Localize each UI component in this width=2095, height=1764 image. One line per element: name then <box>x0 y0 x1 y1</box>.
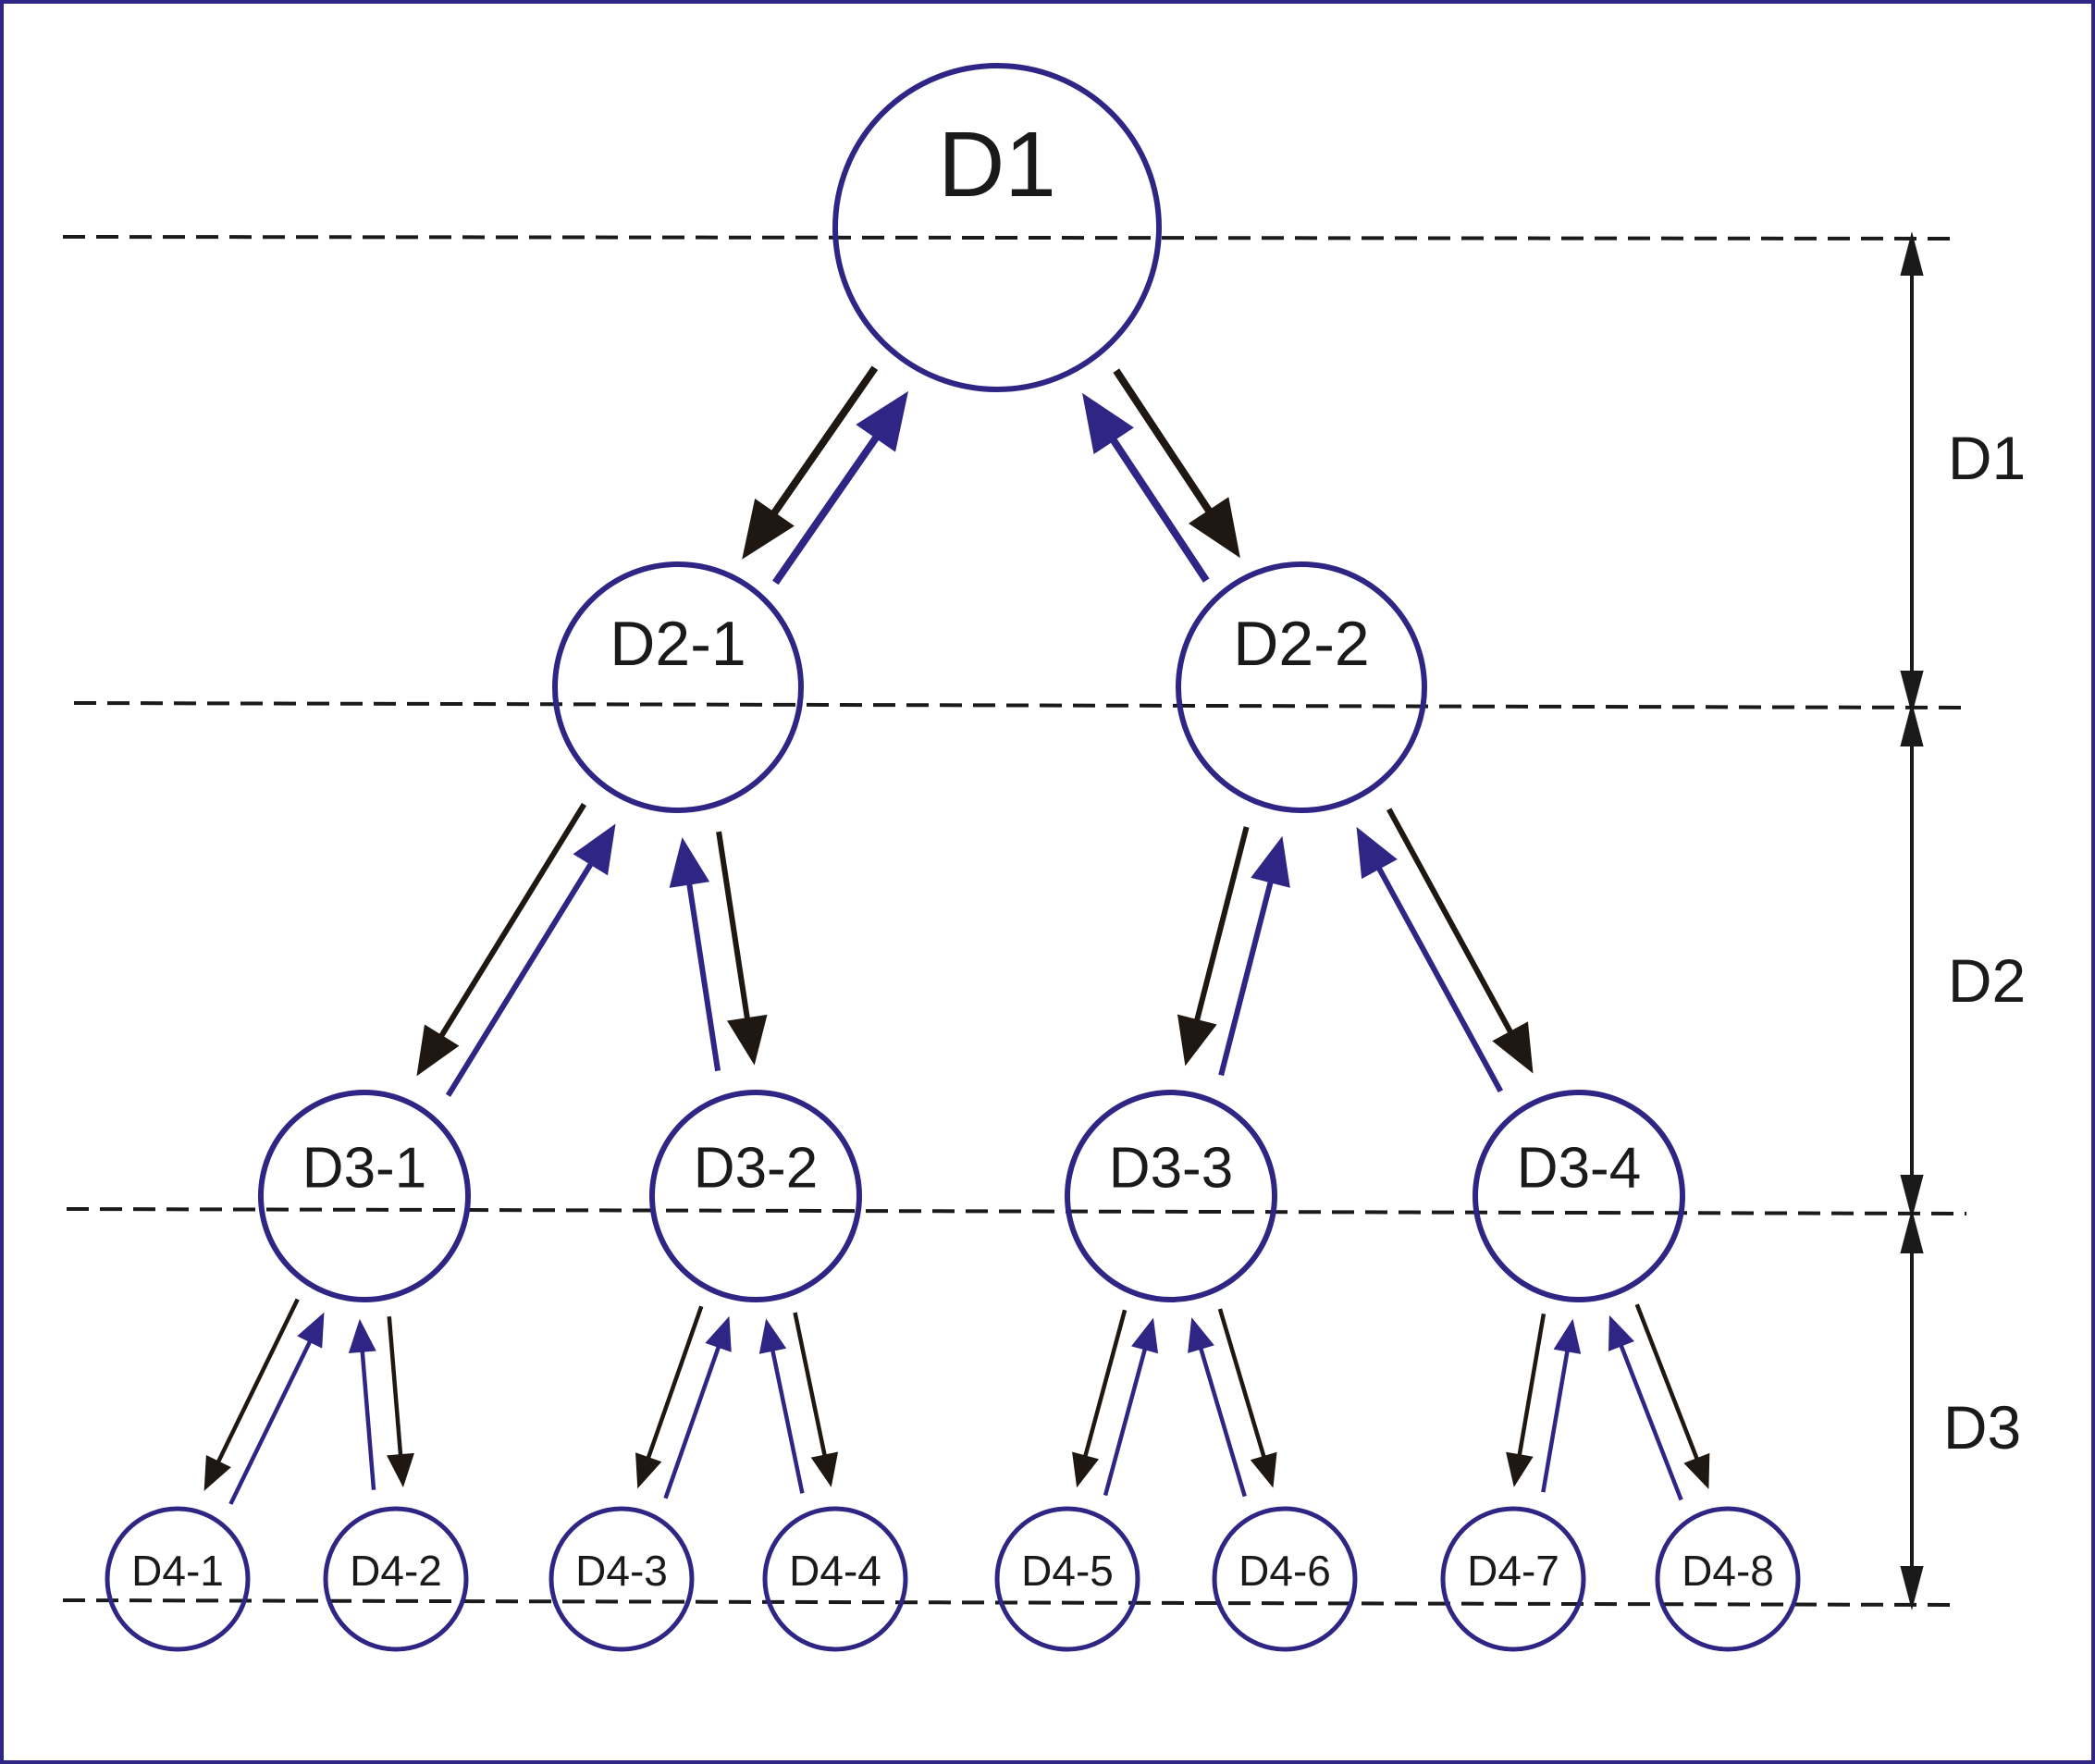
node-label: D3-1 <box>302 1137 426 1201</box>
node-label: D3-4 <box>1517 1137 1641 1201</box>
node-label: D4-7 <box>1467 1547 1559 1595</box>
node-circle <box>1212 1506 1358 1652</box>
node-d3-1: D3-1 <box>258 1090 471 1302</box>
arrow-down-D2-2-to-D3-4 <box>1386 808 1534 1074</box>
arrow-down-D3-4-to-D4-8 <box>1634 1303 1710 1489</box>
node-circle <box>1440 1506 1586 1652</box>
node-label: D4-2 <box>350 1547 442 1595</box>
arrow-up-D4-7-to-D3-4 <box>1541 1318 1582 1493</box>
node-circle <box>105 1506 251 1652</box>
level-label-d2: D2 <box>1948 946 2026 1015</box>
node-d1: D1 <box>832 63 1162 392</box>
arrow-up-D3-1-to-D2-1 <box>445 823 616 1097</box>
arrow-down-D3-2-to-D4-4 <box>793 1312 839 1487</box>
arrow-down-D3-3-to-D4-5 <box>1072 1309 1128 1488</box>
node-d4-8: D4-8 <box>1655 1506 1801 1652</box>
arrow-up-D4-6-to-D3-3 <box>1188 1317 1247 1498</box>
arrow-up-D3-2-to-D2-1 <box>669 837 721 1072</box>
arrow-down-D3-2-to-D4-3 <box>635 1305 704 1489</box>
level-line-2 <box>73 701 1971 709</box>
node-circle <box>1176 561 1427 813</box>
level-label-d3: D3 <box>1943 1393 2021 1462</box>
arrow-down-D3-1-to-D4-1 <box>203 1298 300 1491</box>
level-labels: D1 D2 D3 <box>1943 424 2026 1462</box>
level-line-1 <box>62 235 1960 241</box>
level-line-4 <box>62 1598 1962 1607</box>
span-arrow-d3 <box>1900 1209 1924 1610</box>
arrow-up-D4-1-to-D3-1 <box>228 1312 325 1505</box>
level-lines <box>62 235 1971 1607</box>
arrow-down-D1-to-D2-1 <box>742 365 879 560</box>
node-circle <box>994 1506 1140 1652</box>
node-label: D4-6 <box>1239 1547 1331 1595</box>
node-circle <box>649 1090 862 1302</box>
node-circle <box>1473 1090 1685 1302</box>
node-d2-2: D2-2 <box>1176 561 1427 813</box>
level-span-arrows <box>1900 231 1924 1610</box>
node-circle <box>1655 1506 1801 1652</box>
node-circle <box>258 1090 471 1302</box>
arrow-layer <box>203 365 1710 1505</box>
node-d3-2: D3-2 <box>649 1090 862 1302</box>
node-label: D2-1 <box>610 609 746 679</box>
arrow-up-D4-4-to-D3-2 <box>758 1318 805 1494</box>
node-d4-2: D4-2 <box>323 1506 469 1652</box>
node-label: D3-2 <box>694 1137 818 1201</box>
node-label: D4-4 <box>789 1547 881 1595</box>
node-label: D4-3 <box>575 1547 668 1595</box>
node-d3-3: D3-3 <box>1065 1090 1277 1302</box>
node-circle <box>762 1506 908 1652</box>
arrow-down-D2-2-to-D3-3 <box>1177 826 1250 1067</box>
arrow-down-D3-4-to-D4-7 <box>1506 1314 1547 1487</box>
arrow-down-D2-1-to-D3-1 <box>416 802 587 1077</box>
span-arrow-d1 <box>1900 231 1924 715</box>
arrow-up-D4-8-to-D3-4 <box>1608 1314 1683 1501</box>
arrow-up-D4-2-to-D3-1 <box>348 1318 376 1490</box>
node-circle <box>548 1506 695 1652</box>
arrow-up-D3-3-to-D2-2 <box>1218 835 1290 1077</box>
node-circle <box>832 63 1162 392</box>
arrow-down-D1-to-D2-2 <box>1113 368 1240 559</box>
arrow-up-D4-3-to-D3-2 <box>663 1315 732 1499</box>
arrow-up-D2-2-to-D1 <box>1082 392 1210 583</box>
arrow-down-D3-3-to-D4-6 <box>1217 1308 1277 1488</box>
node-d4-4: D4-4 <box>762 1506 908 1652</box>
arrow-down-D3-1-to-D4-2 <box>387 1316 414 1488</box>
node-label: D4-8 <box>1682 1547 1774 1595</box>
node-label: D4-5 <box>1021 1547 1114 1595</box>
node-label: D4-1 <box>131 1547 224 1595</box>
node-label: D2-2 <box>1233 609 1369 679</box>
level-label-d1: D1 <box>1948 424 2026 492</box>
node-circle <box>1065 1090 1277 1302</box>
node-label: D3-3 <box>1109 1137 1233 1201</box>
node-d4-7: D4-7 <box>1440 1506 1586 1652</box>
node-d4-3: D4-3 <box>548 1506 695 1652</box>
arrow-up-D2-1-to-D1 <box>772 390 909 586</box>
node-circle <box>323 1506 469 1652</box>
node-circle <box>552 561 804 813</box>
level-line-3 <box>66 1207 1967 1215</box>
node-d2-1: D2-1 <box>552 561 804 813</box>
arrow-up-D4-5-to-D3-3 <box>1103 1317 1159 1497</box>
node-d4-5: D4-5 <box>994 1506 1140 1652</box>
node-d3-4: D3-4 <box>1473 1090 1685 1302</box>
span-arrow-d2 <box>1900 702 1924 1219</box>
arrow-down-D2-1-to-D3-2 <box>716 831 768 1066</box>
arrow-up-D3-4-to-D2-2 <box>1356 826 1504 1093</box>
node-d4-1: D4-1 <box>105 1506 251 1652</box>
node-label: D1 <box>938 113 1056 216</box>
node-d4-6: D4-6 <box>1212 1506 1358 1652</box>
